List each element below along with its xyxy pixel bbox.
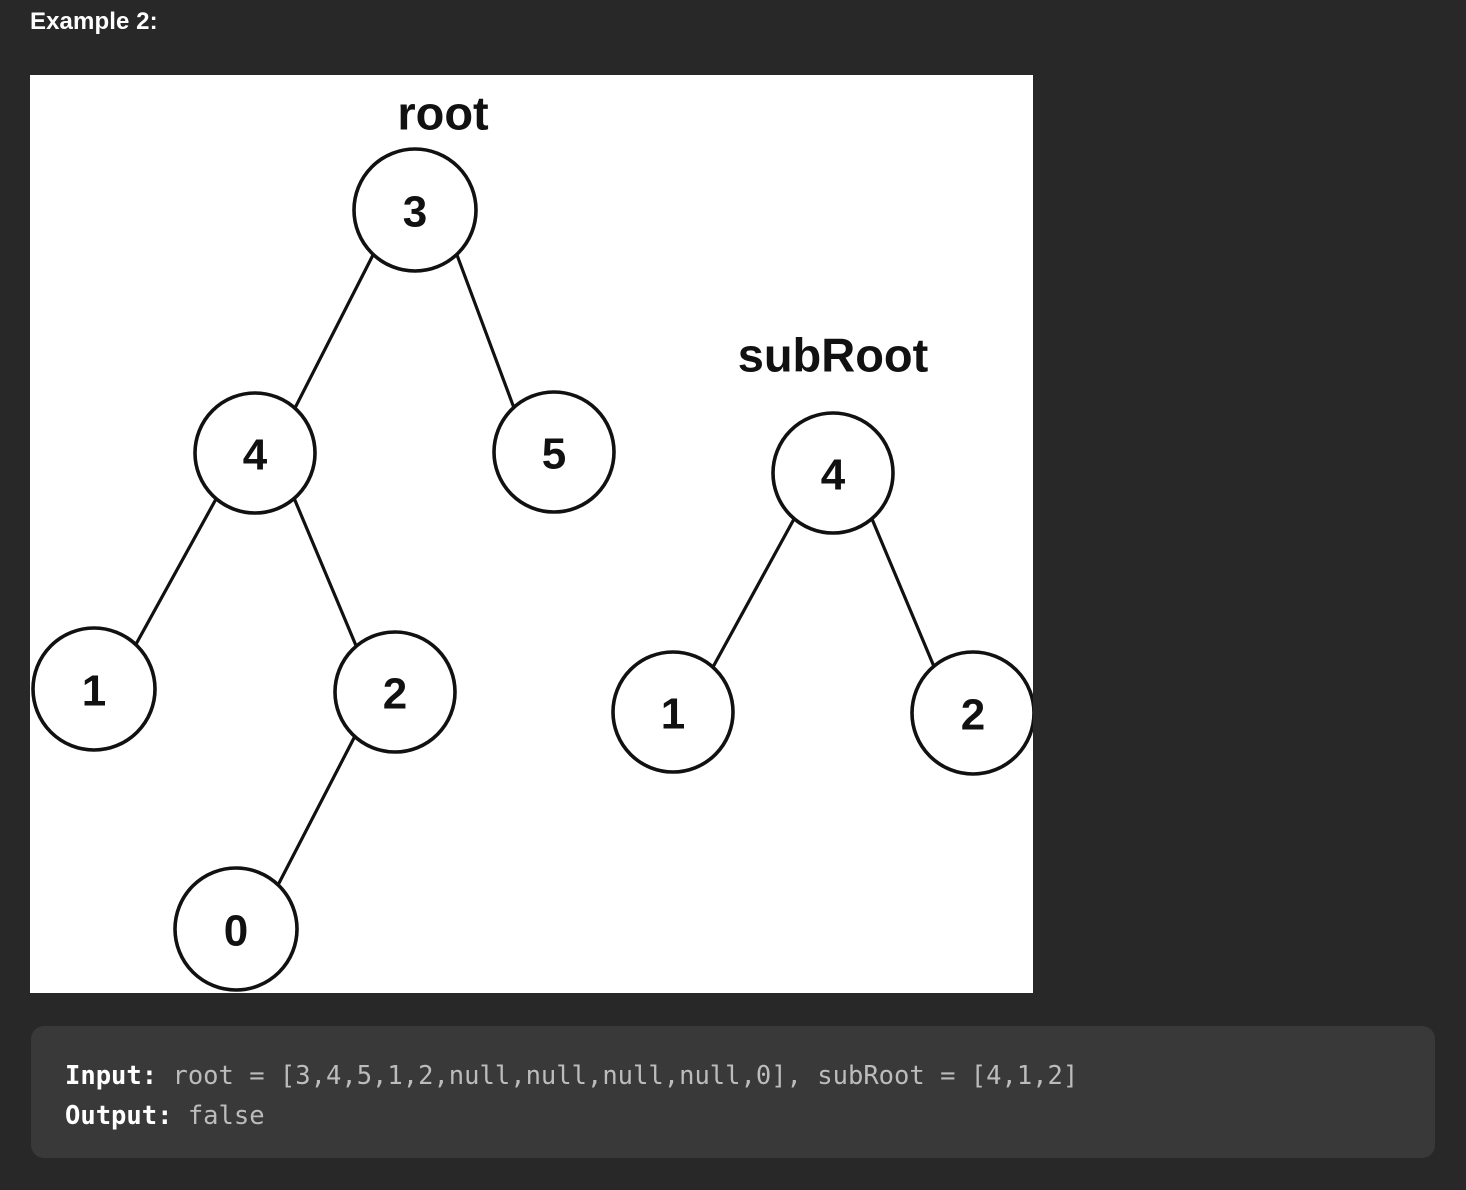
edge-3-to-5 <box>455 253 516 410</box>
tree-node[interactable]: 5 <box>492 390 616 514</box>
node-circle[interactable] <box>492 390 616 514</box>
subroot-tree-title: subRoot <box>738 329 929 382</box>
tree-node[interactable]: 2 <box>333 630 457 754</box>
subroot-tree-edges <box>711 517 937 671</box>
node-value-label: 2 <box>383 670 407 719</box>
edge-3-to-4 <box>293 253 375 410</box>
node-value-label: 5 <box>542 430 566 479</box>
binary-tree-diagram: root 3 4 5 1 <box>31 87 1033 992</box>
edge-sub4-to-sub1 <box>711 517 796 669</box>
binary-tree-figure-panel: root 3 4 5 1 <box>30 75 1033 993</box>
node-circle[interactable] <box>193 391 317 515</box>
output-line: Output: false <box>65 1096 1435 1136</box>
output-label: Output: <box>65 1101 188 1131</box>
page-title: Example 2: <box>30 8 158 35</box>
edge-4-to-1 <box>133 497 218 648</box>
tree-node[interactable]: 4 <box>193 391 317 515</box>
root-tree-nodes: 3 4 5 1 2 <box>31 147 616 992</box>
node-circle[interactable] <box>611 650 735 774</box>
node-circle[interactable] <box>31 626 157 752</box>
edge-4-to-2 <box>292 496 359 650</box>
node-value-label: 1 <box>661 690 685 739</box>
root-tree-title: root <box>397 87 489 140</box>
root-tree-edges <box>133 253 516 889</box>
edge-2-to-0 <box>275 734 357 889</box>
tree-node[interactable]: 2 <box>910 650 1033 776</box>
node-value-label: 3 <box>403 188 427 237</box>
node-circle[interactable] <box>352 147 478 273</box>
node-value-label: 1 <box>82 667 106 716</box>
output-value: false <box>187 1101 265 1131</box>
node-value-label: 4 <box>821 451 846 500</box>
node-value-label: 4 <box>243 431 268 480</box>
tree-node[interactable]: 3 <box>352 147 478 273</box>
node-circle[interactable] <box>910 650 1033 776</box>
node-value-label: 2 <box>961 691 985 740</box>
example-io-code-block: Input: root = [3,4,5,1,2,null,null,null,… <box>31 1026 1435 1158</box>
node-value-label: 0 <box>224 907 248 956</box>
edge-sub4-to-sub2 <box>870 517 937 671</box>
tree-node[interactable]: 1 <box>31 626 157 752</box>
node-circle[interactable] <box>173 866 299 992</box>
input-line: Input: root = [3,4,5,1,2,null,null,null,… <box>65 1056 1435 1096</box>
subroot-tree-nodes: 4 1 2 <box>611 411 1033 776</box>
input-value: root = [3,4,5,1,2,null,null,null,null,0]… <box>172 1061 1079 1091</box>
tree-node[interactable]: 1 <box>611 650 735 774</box>
tree-node[interactable]: 4 <box>771 411 895 535</box>
tree-node[interactable]: 0 <box>173 866 299 992</box>
node-circle[interactable] <box>333 630 457 754</box>
input-label: Input: <box>65 1061 173 1091</box>
node-circle[interactable] <box>771 411 895 535</box>
